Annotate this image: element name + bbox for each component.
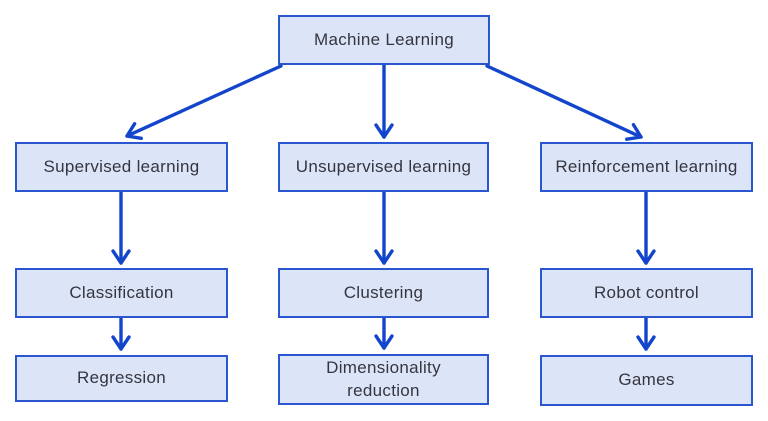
node-dimensionality-reduction-label: Dimensionality reduction — [326, 357, 441, 400]
node-reinforcement-learning-label: Reinforcement learning — [555, 156, 738, 176]
node-unsupervised-learning: Unsupervised learning — [278, 142, 489, 192]
node-clustering-label: Clustering — [343, 282, 424, 302]
node-classification: Classification — [15, 268, 228, 318]
node-unsupervised-learning-label: Unsupervised learning — [295, 156, 472, 176]
node-games: Games — [540, 355, 753, 406]
node-reinforcement-learning: Reinforcement learning — [540, 142, 753, 192]
node-robot-control-label: Robot control — [593, 282, 699, 302]
node-machine-learning: Machine Learning — [278, 15, 490, 65]
arrow-root-reinforcement — [485, 64, 643, 141]
node-games-label: Games — [618, 370, 675, 390]
arrow-root-supervised — [125, 64, 283, 141]
node-dimensionality-reduction: Dimensionality reduction — [278, 354, 489, 405]
node-clustering: Clustering — [278, 268, 489, 318]
node-regression: Regression — [15, 355, 228, 402]
node-robot-control: Robot control — [540, 268, 753, 318]
node-supervised-learning: Supervised learning — [15, 142, 228, 192]
node-supervised-learning-label: Supervised learning — [43, 156, 200, 176]
node-regression-label: Regression — [77, 368, 166, 388]
node-machine-learning-label: Machine Learning — [314, 29, 454, 49]
node-classification-label: Classification — [69, 282, 174, 302]
